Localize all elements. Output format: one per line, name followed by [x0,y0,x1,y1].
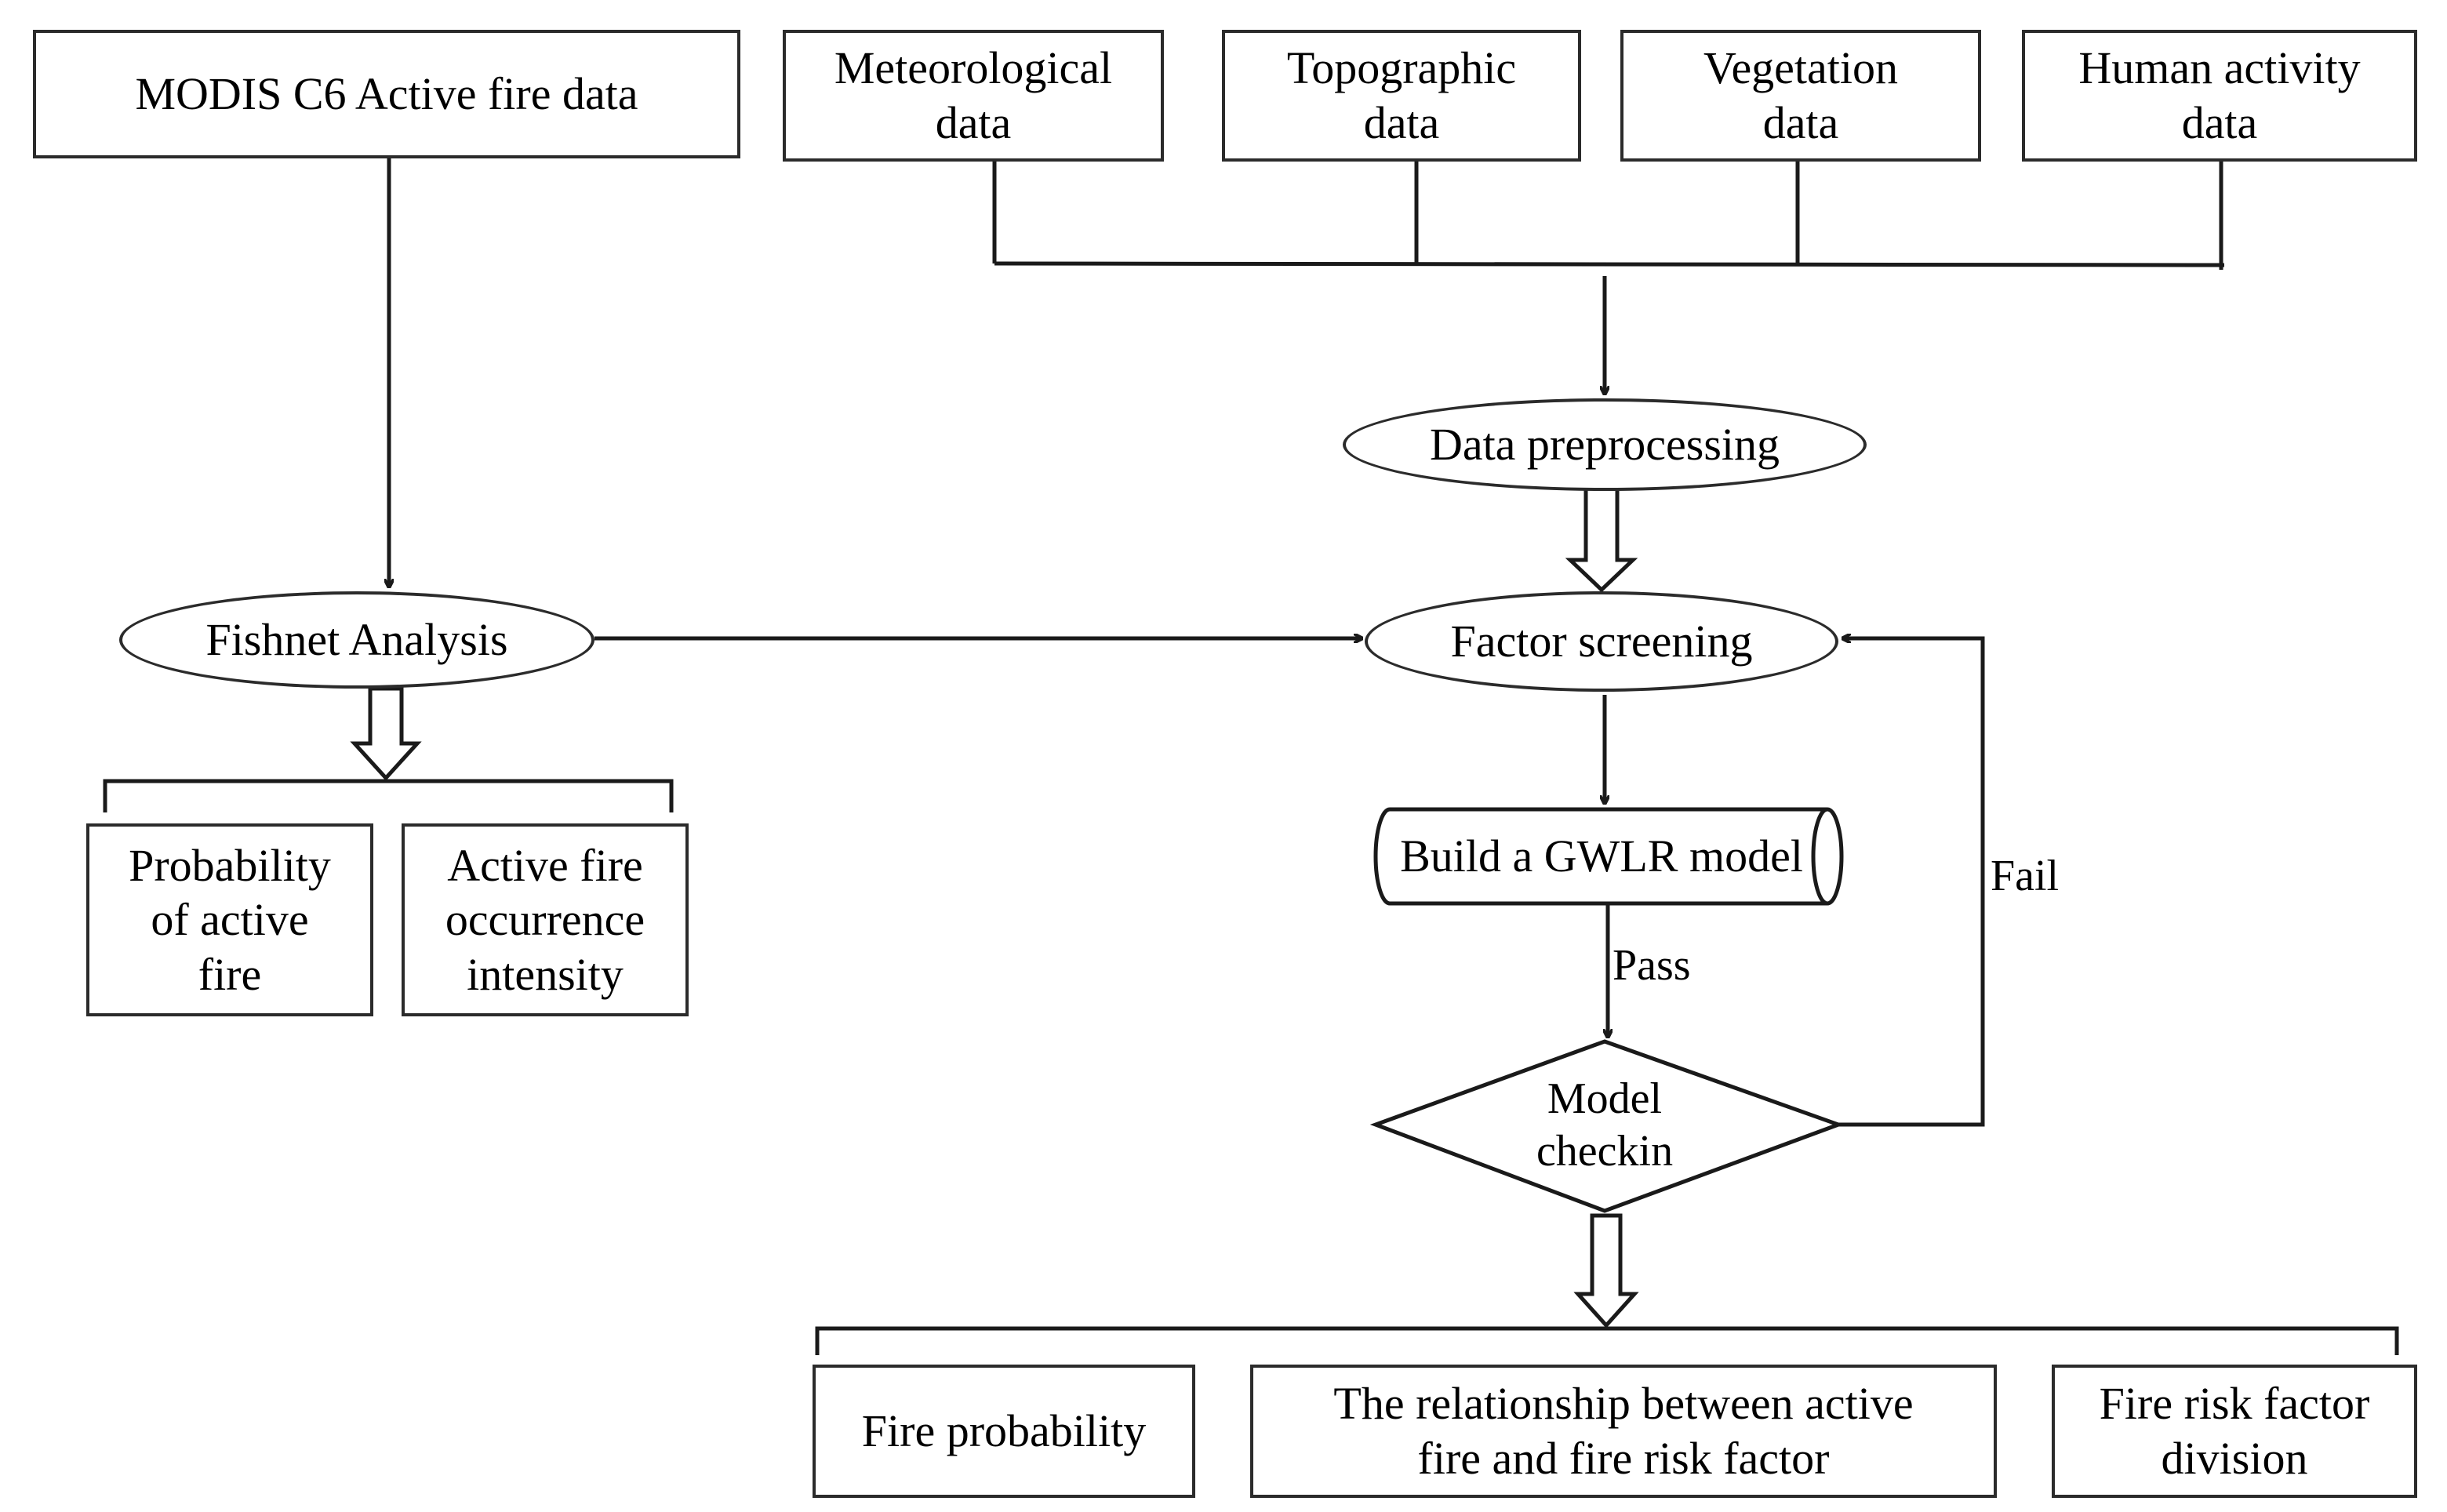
fail-label: Fail [1991,852,2060,901]
vegetation-data-box: Vegetation data [1620,30,1981,162]
data-preprocessing-node: Data preprocessing [1343,398,1867,491]
block-arrow-check-to-outputs [1573,1213,1639,1328]
relationship-box: The relationship between active fire and… [1250,1365,1997,1498]
fire-probability-box: Fire probability [813,1365,1195,1498]
bracket-fishnet-outputs [103,779,674,812]
input-collector-lines [992,162,2225,270]
build-model-label: Build a GWLR model [1400,831,1803,882]
topographic-data-box: Topographic data [1222,30,1581,162]
meteorological-data-box: Meteorological data [783,30,1164,162]
human-activity-data-box: Human activity data [2022,30,2417,162]
model-check-diamond [1369,1039,1845,1213]
build-model-cylinder [1373,807,1844,906]
fire-risk-factor-division-box: Fire risk factor division [2052,1365,2417,1498]
modis-active-fire-data-box: MODIS C6 Active fire data [33,30,740,158]
probability-of-active-fire-box: Probability of active fire [86,823,373,1016]
pass-label: Pass [1613,941,1691,990]
block-arrow-preprocessing-to-screening [1565,485,1638,593]
fishnet-analysis-node: Fishnet Analysis [119,591,594,689]
arrow-fail-loop [1834,638,1985,1127]
factor-screening-node: Factor screening [1365,591,1838,692]
model-check-label: Model checkin [1536,1074,1674,1176]
block-arrow-fishnet-to-outputs [350,686,422,781]
active-fire-occurrence-intensity-box: Active fire occurrence intensity [402,823,689,1016]
bracket-final-outputs [815,1326,2399,1355]
